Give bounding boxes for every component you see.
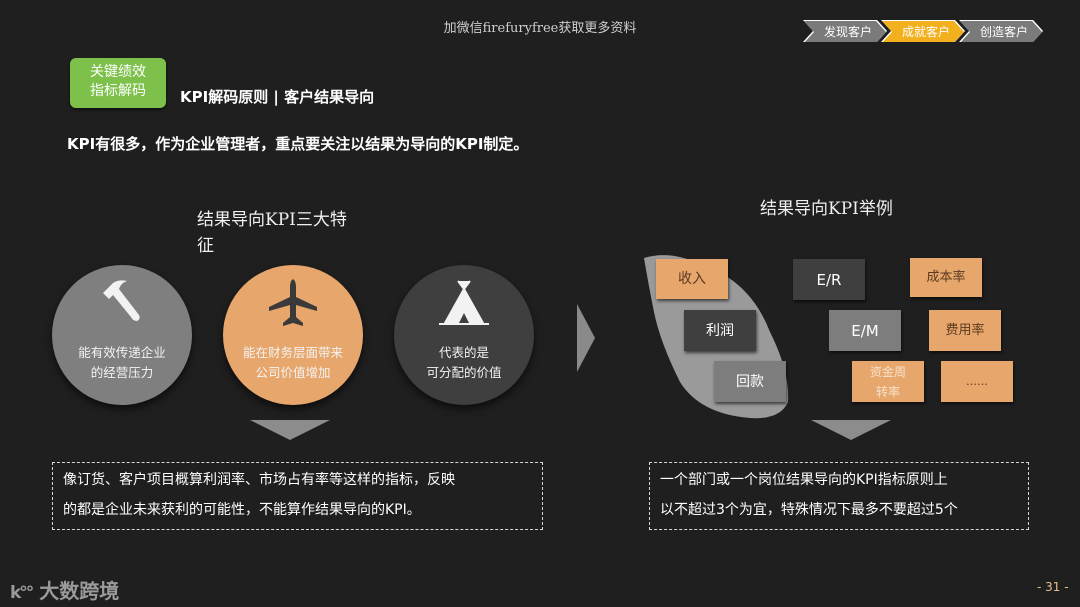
badge-line-1: 关键绩效 <box>90 64 146 80</box>
right-note-box: 一个部门或一个岗位结果导向的KPI指标原则上 以不超过3个为宜，特殊情况下最多不… <box>649 462 1029 530</box>
kpi-tile-cost-rate: 成本率 <box>910 258 982 297</box>
intro-text: KPI有很多，作为企业管理者，重点要关注以结果为导向的KPI制定。 <box>67 135 529 153</box>
tent-icon <box>439 280 489 325</box>
down-arrow-left <box>250 420 330 440</box>
page-number: - 31 - <box>1037 580 1069 594</box>
progress-steps: 发现客户 成就客户 创造客户 <box>803 20 1037 42</box>
feature-circle-pressure: 能有效传递企业 的经营压力 <box>52 265 192 405</box>
hammer-icon <box>103 280 140 321</box>
step-discover-customer: 发现客户 <box>804 21 886 43</box>
header-note: 加微信firefuryfree获取更多资料 <box>443 21 637 36</box>
right-section-title: 结果导向KPI举例 <box>760 199 893 219</box>
kpi-tile-more: …… <box>941 361 1013 402</box>
section-badge: 关键绩效 指标解码 <box>70 58 166 108</box>
kpi-tile-profit: 利润 <box>684 310 756 351</box>
logo-text: 大数跨境 <box>39 579 120 603</box>
airplane-icon <box>269 279 317 326</box>
kpi-tile-em: E/M <box>829 310 901 351</box>
down-arrow-right <box>811 420 891 440</box>
badge-line-2: 指标解码 <box>90 83 146 99</box>
feature-circle-value-increase: 能在财务层面带来 公司价值增加 <box>223 265 363 405</box>
kpi-tile-revenue: 收入 <box>656 259 728 299</box>
feature-circle-distributable-value: 代表的是 可分配的价值 <box>394 265 534 405</box>
left-section-title: 结果导向KPI三大特 征 <box>197 210 347 256</box>
kpi-tile-er: E/R <box>793 259 865 300</box>
page-subtitle: KPI解码原则 | 客户结果导向 <box>180 88 375 106</box>
kpi-tile-capital-turnover: 资金周 转率 <box>852 361 924 402</box>
kpi-tile-expense-rate: 费用率 <box>929 310 1001 351</box>
footer-logo: k°° 大数跨境 <box>10 575 119 604</box>
step-achieve-customer: 成就客户 <box>882 21 964 43</box>
right-arrow <box>577 304 595 372</box>
step-create-customer: 创造客户 <box>960 21 1042 43</box>
left-note-box: 像订货、客户项目概算利润率、市场占有率等这样的指标，反映 的都是企业未来获利的可… <box>52 462 543 530</box>
logo-mark-icon: k°° <box>10 583 34 603</box>
kpi-tile-collection: 回款 <box>714 361 786 402</box>
